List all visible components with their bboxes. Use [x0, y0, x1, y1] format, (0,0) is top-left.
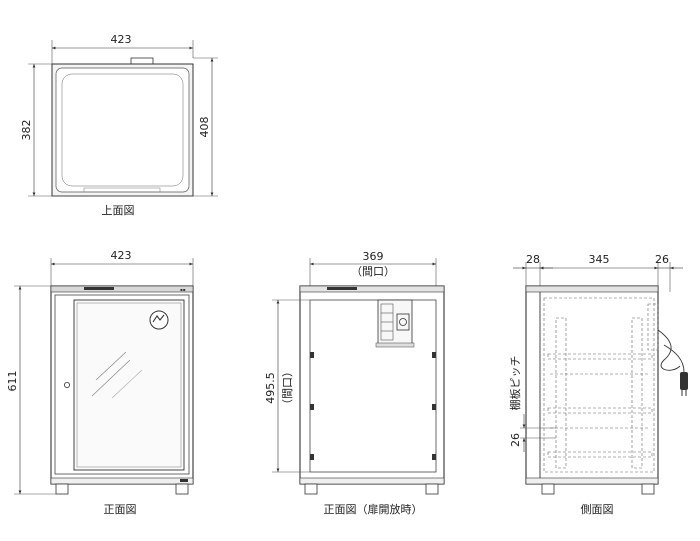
top-view-caption: 上面図	[102, 204, 135, 217]
hygrometer-icon	[149, 310, 169, 330]
front-height-dim: 611	[6, 371, 19, 392]
front-view-caption: 正面図	[104, 503, 137, 516]
svg-text:▪▪: ▪▪	[180, 287, 186, 292]
power-cord	[657, 329, 681, 371]
lock-icon	[64, 381, 71, 388]
side-dim-middle: 345	[589, 253, 610, 266]
top-right-dim: 408	[198, 117, 211, 138]
open-height-note: （間口）	[281, 366, 294, 410]
side-dim-left: 28	[526, 253, 540, 266]
side-view: 28 345 26 棚板ピッチ 26	[508, 253, 688, 516]
side-view-caption: 側面図	[581, 503, 614, 516]
top-width-dim: 423	[111, 33, 132, 46]
open-width-note: （間口）	[351, 265, 395, 278]
open-interior	[309, 299, 437, 473]
open-width-dim: 369	[363, 250, 384, 263]
shelf-pitch-dim: 26	[509, 433, 522, 447]
open-view-caption: 正面図（扉開放時）	[324, 502, 423, 516]
open-height-dim: 495.5	[264, 372, 277, 404]
shelf-pitch-label: 棚板ピッチ	[508, 356, 522, 411]
front-width-dim: 423	[111, 249, 132, 262]
top-view: 423 382 408 上面図	[20, 33, 218, 217]
side-body	[525, 285, 659, 485]
top-handle	[130, 57, 154, 65]
power-plug-icon	[680, 372, 688, 390]
front-open-view: 369 （間口） 495.5 （間口） 正面図（扉開放時）	[264, 250, 445, 516]
side-dim-right: 26	[655, 253, 669, 266]
front-glass-door	[73, 299, 185, 471]
front-view: 423 ▪▪ 611 正面図	[6, 249, 194, 516]
top-left-dim: 382	[20, 120, 33, 141]
